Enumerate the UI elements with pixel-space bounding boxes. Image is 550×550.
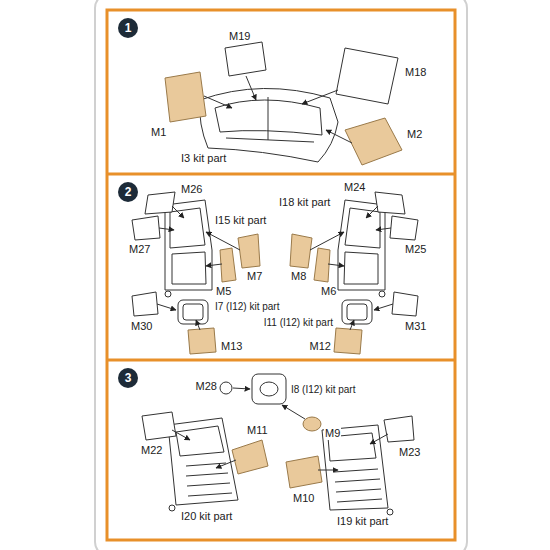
step-number: 2	[118, 182, 138, 202]
part-label: I20 kit part	[180, 510, 233, 523]
part-label: I15 kit part	[214, 214, 267, 227]
step-number: 3	[118, 368, 138, 388]
part-label: M12	[309, 340, 332, 353]
step-number-text: 3	[125, 372, 132, 384]
part-label: M18	[404, 66, 427, 79]
part-label: M31	[404, 320, 427, 333]
part-label: M6	[320, 285, 337, 298]
part-label: M9	[324, 427, 341, 440]
part-label: M22	[140, 444, 163, 457]
part-label: M10	[292, 492, 315, 505]
part-label: M24	[343, 181, 366, 194]
part-label: M27	[128, 243, 151, 256]
part-label: I3 kit part	[180, 152, 227, 165]
step-number-text: 2	[125, 186, 132, 198]
part-label: M5	[215, 285, 232, 298]
part-label: M7	[246, 270, 263, 283]
part-label: I7 (I12) kit part	[214, 300, 280, 313]
part-label: M1	[150, 126, 167, 139]
part-label: M23	[398, 446, 421, 459]
part-label: I11 (I12) kit part	[263, 316, 334, 329]
part-label: M30	[130, 320, 153, 333]
part-label: M11	[246, 424, 269, 437]
part-label: M28	[195, 380, 218, 393]
part-label: I8 (I12) kit part	[290, 383, 356, 396]
part-label: M25	[404, 243, 427, 256]
part-label: I19 kit part	[336, 515, 389, 528]
part-label: M26	[180, 183, 203, 196]
part-label: I18 kit part	[278, 196, 331, 209]
part-label: M13	[220, 340, 243, 353]
part-label: M8	[290, 270, 307, 283]
part-label: M19	[228, 30, 251, 43]
step-number-text: 1	[125, 22, 132, 34]
step-number: 1	[118, 18, 138, 38]
part-label: M2	[406, 128, 423, 141]
